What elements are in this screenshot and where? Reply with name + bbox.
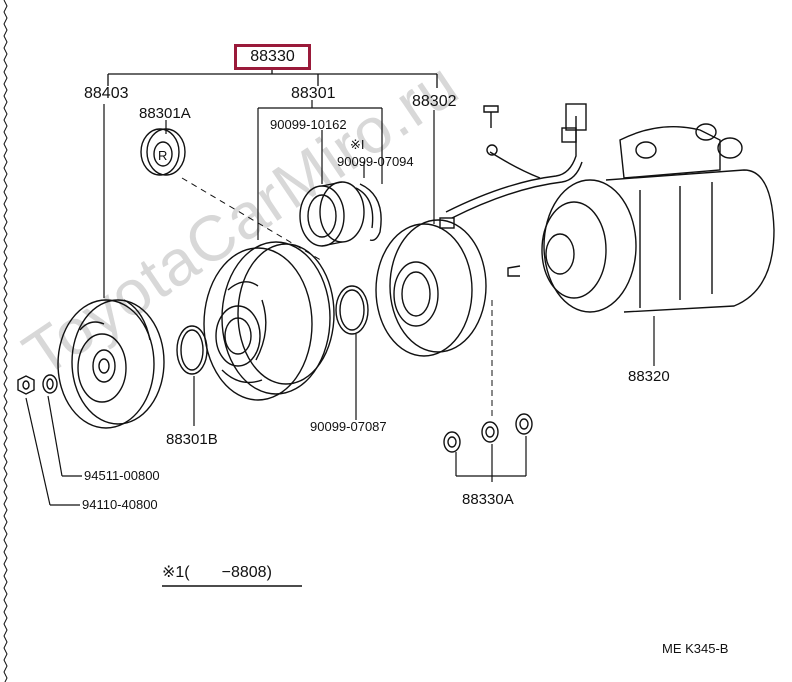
part-label-90099-10162[interactable]: 90099-10162: [270, 117, 347, 132]
pulley-cap-icon: R: [140, 128, 186, 176]
washer-icon: [443, 413, 533, 453]
page-code: ME K345-B: [662, 641, 729, 656]
part-label-94511-00800[interactable]: 94511-00800: [84, 468, 160, 483]
wire-harness-icon: [445, 103, 587, 219]
snap-ring-icon: [176, 325, 208, 375]
clutch-hub-icon: [57, 299, 165, 429]
svg-text:R: R: [158, 148, 167, 163]
assembly-number-box[interactable]: 88330: [234, 44, 311, 70]
bolt-icon: [483, 105, 499, 128]
footnote-mark-1: ※I: [350, 137, 365, 152]
part-label-88301b[interactable]: 88301B: [166, 431, 218, 448]
part-label-90099-07094[interactable]: 90099-07094: [337, 154, 414, 169]
compressor-icon: [507, 123, 775, 313]
pulley-icon: [203, 241, 335, 401]
part-label-88301a[interactable]: 88301A: [139, 105, 191, 122]
washer-icon: [42, 374, 58, 394]
part-label-88301[interactable]: 88301: [291, 85, 336, 102]
bearing-icon: [299, 181, 365, 247]
page-edge-zigzag: [3, 0, 8, 682]
part-label-88330a[interactable]: 88330A: [462, 491, 514, 508]
part-label-88302[interactable]: 88302: [412, 93, 457, 110]
snap-ring-icon: [335, 285, 369, 335]
snap-ring-icon: [355, 183, 382, 242]
part-label-88403[interactable]: 88403: [84, 85, 129, 102]
part-label-88320[interactable]: 88320: [628, 368, 670, 385]
assembly-bracket: [107, 70, 438, 88]
part-label-94110-40800[interactable]: 94110-40800: [82, 497, 158, 512]
footnote-text: ※1( −8808): [162, 564, 272, 581]
nut-icon: [17, 375, 35, 395]
field-coil-icon: [375, 217, 487, 357]
part-label-90099-07087[interactable]: 90099-07087: [310, 419, 387, 434]
